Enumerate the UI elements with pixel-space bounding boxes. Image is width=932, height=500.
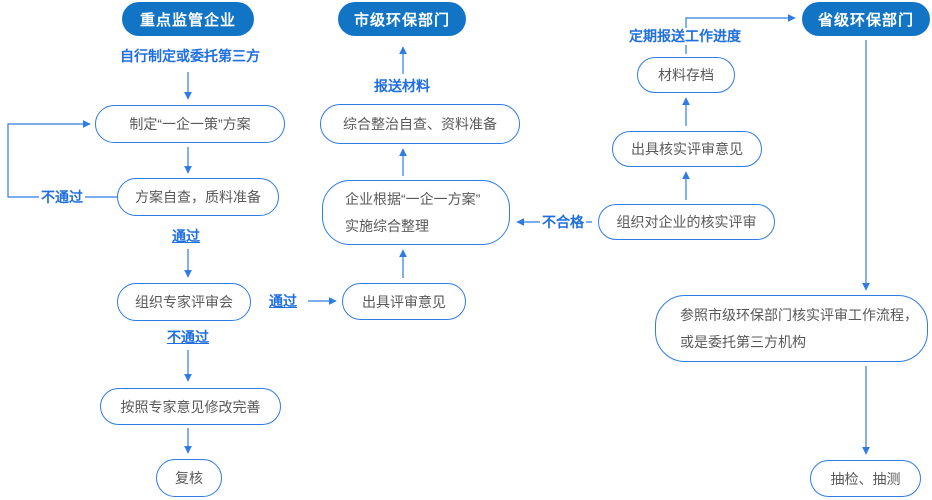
label-unqualified: 不合格 xyxy=(540,214,586,231)
box-recheck: 复核 xyxy=(156,459,222,497)
label-periodic-report: 定期报送工作进度 xyxy=(627,28,743,45)
box-implement: 企业根据“一企一方案” 实施综合整理 xyxy=(322,180,510,245)
box-expert-review: 组织专家评审会 xyxy=(117,283,251,321)
pill-key-enterprise: 重点监管企业 xyxy=(122,2,254,36)
box-implement-line2: 实施综合整理 xyxy=(345,218,429,234)
box-materials-prep: 综合整治自查、资料准备 xyxy=(320,104,520,144)
pill-city-epb: 市级环保部门 xyxy=(338,2,466,36)
box-self-check: 方案自查，质料准备 xyxy=(117,178,279,216)
box-spot-check: 抽检、抽测 xyxy=(810,460,921,497)
pill-province-epb: 省级环保部门 xyxy=(802,2,930,36)
label-submit-materials: 报送材料 xyxy=(372,78,432,95)
label-pass-right: 通过 xyxy=(267,293,299,310)
box-make-plan: 制定“一企一策”方案 xyxy=(95,105,285,143)
box-refer: 参照市级环保部门核实评审工作流程， 或是委托第三方机构 xyxy=(655,295,928,362)
box-org-verify: 组织对企业的核实评审 xyxy=(598,204,775,240)
box-revise: 按照专家意见修改完善 xyxy=(100,388,281,425)
label-self-or-third: 自行制定或委托第三方 xyxy=(116,48,264,65)
box-refer-line2: 或是委托第三方机构 xyxy=(680,334,806,350)
label-fail-down: 不通过 xyxy=(165,329,211,346)
box-verify-opinion: 出具核实评审意见 xyxy=(612,131,762,167)
box-issue-opinion: 出具评审意见 xyxy=(342,283,466,320)
label-fail-loop: 不通过 xyxy=(39,189,85,206)
label-pass-down: 通过 xyxy=(170,228,202,245)
box-refer-line1: 参照市级环保部门核实评审工作流程， xyxy=(680,307,918,323)
box-implement-line1: 企业根据“一企一方案” xyxy=(345,191,481,207)
box-archive: 材料存档 xyxy=(637,57,735,93)
